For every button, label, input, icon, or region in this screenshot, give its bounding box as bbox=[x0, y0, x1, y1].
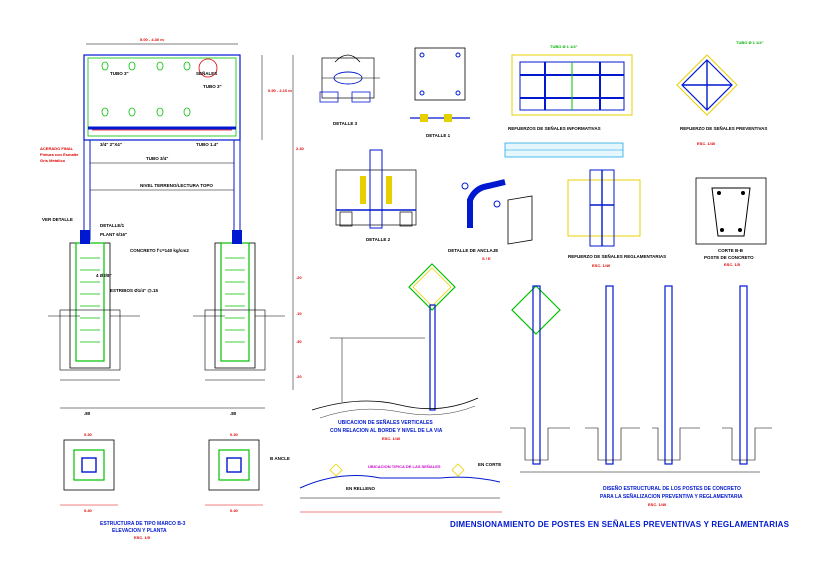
road-profile: EN RELLENO EN CORTE UBICACION TIPICA DE … bbox=[299, 462, 502, 513]
diseno-postes: DISEÑO ESTRUCTURAL DE LOS POSTES DE CONC… bbox=[510, 285, 772, 507]
svg-text:.30: .30 bbox=[296, 339, 302, 344]
refuerzo-informativas: TUBO Ø 1 1/4" REFUERZOS DE SEÑALES INFOR… bbox=[508, 44, 633, 131]
svg-text:.80: .80 bbox=[230, 411, 237, 416]
corte-label: CORTE B-B bbox=[718, 248, 744, 253]
main-title: DIMENSIONAMIENTO DE POSTES EN SEÑALES PR… bbox=[450, 520, 790, 529]
svg-text:3/4" 2"X4": 3/4" 2"X4" bbox=[100, 142, 122, 147]
diseno-scale: ESC. 1/40 bbox=[648, 502, 667, 507]
svg-text:VER DETALLE: VER DETALLE bbox=[42, 217, 73, 222]
svg-text:TUBO 3": TUBO 3" bbox=[203, 84, 222, 89]
svg-text:TUBO Ø 1 1/4": TUBO Ø 1 1/4" bbox=[736, 40, 764, 45]
svg-text:.80: .80 bbox=[84, 411, 91, 416]
detalle-1: DETALLE 1 bbox=[410, 47, 470, 138]
svg-text:TUBO 1.4": TUBO 1.4" bbox=[196, 142, 218, 147]
detalle-3: DETALLE 3 bbox=[319, 54, 380, 126]
diseno-title-1: DISEÑO ESTRUCTURAL DE LOS POSTES DE CONC… bbox=[603, 485, 741, 492]
svg-text:.10: .10 bbox=[296, 311, 302, 316]
svg-text:0.30: 0.30 bbox=[230, 432, 239, 437]
svg-text:0.40: 0.40 bbox=[84, 508, 93, 513]
svg-text:2.40: 2.40 bbox=[296, 146, 305, 151]
sizes-table bbox=[504, 142, 624, 158]
corte-scale: ESC. 1/5 bbox=[724, 262, 741, 267]
svg-text:4 Ø3/8": 4 Ø3/8" bbox=[96, 273, 112, 278]
ubicacion-scale: ESC. 1/40 bbox=[382, 436, 401, 441]
en-relleno-label: EN RELLENO bbox=[346, 486, 376, 491]
svg-text:.20: .20 bbox=[296, 374, 302, 379]
svg-text:Gris Metálico: Gris Metálico bbox=[40, 158, 66, 163]
svg-text:TUBO 3/4": TUBO 3/4" bbox=[146, 156, 168, 161]
svg-text:B ANCLE: B ANCLE bbox=[270, 456, 290, 461]
en-corte-label: EN CORTE bbox=[478, 462, 501, 467]
svg-text:0.90 - 2.10 m: 0.90 - 2.10 m bbox=[268, 88, 292, 93]
svg-text:CONCRETO f'c=140 kg/cm2: CONCRETO f'c=140 kg/cm2 bbox=[130, 248, 189, 253]
svg-text:.20: .20 bbox=[296, 275, 302, 280]
refuerzo-regl-scale: ESC. 1/40 bbox=[592, 263, 611, 268]
detalle3-label: DETALLE 3 bbox=[333, 121, 358, 126]
svg-text:DETALLE/1: DETALLE/1 bbox=[100, 223, 125, 228]
detalle2-label: DETALLE 2 bbox=[366, 237, 391, 242]
refuerzo-prev-label: REFUERZO DE SEÑALES PREVENTIVAS bbox=[680, 125, 767, 131]
refuerzo-info-label: REFUERZOS DE SEÑALES INFORMATIVAS bbox=[508, 125, 601, 131]
refuerzo-prev-scale: ESC. 1/40 bbox=[697, 141, 716, 146]
refuerzo-reglamentarias: REFUERZO DE SEÑALES REGLAMENTARIAS ESC. … bbox=[567, 169, 666, 268]
ubicacion-title-2: CON RELACION AL BORDE Y NIVEL DE LA VIA bbox=[330, 428, 443, 434]
refuerzo-regl-label: REFUERZO DE SEÑALES REGLAMENTARIAS bbox=[568, 253, 666, 259]
corte-bb: CORTE B-B POSTE DE CONCRETO ESC. 1/5 bbox=[695, 177, 767, 267]
svg-text:NIVEL TERRENO/LECTURA TOPO: NIVEL TERRENO/LECTURA TOPO bbox=[140, 183, 213, 188]
svg-text:ESTRIBOS Ø1/4" @.15: ESTRIBOS Ø1/4" @.15 bbox=[110, 288, 159, 293]
svg-text:5.00 - 4.30 m: 5.00 - 4.30 m bbox=[140, 37, 164, 42]
detalle-anclaje: DETALLE DE ANCLAJE S / E bbox=[448, 179, 533, 261]
anclaje-scale: S / E bbox=[482, 256, 491, 261]
estructura-title-2: ELEVACION Y PLANTA bbox=[112, 528, 167, 534]
estructura-scale: ESC. 1/5 bbox=[134, 535, 151, 540]
svg-text:Pintura con Esmalte: Pintura con Esmalte bbox=[40, 152, 79, 157]
ubicacion-senales: UBICACION DE SEÑALES VERTICALES CON RELA… bbox=[311, 263, 479, 441]
corte-sub: POSTE DE CONCRETO bbox=[704, 255, 754, 260]
detalle-2: DETALLE 2 bbox=[335, 149, 417, 242]
svg-text:TUBO 3": TUBO 3" bbox=[110, 71, 129, 76]
ubicacion-perfil-label: UBICACION TIPICA DE LAS SEÑALES bbox=[368, 464, 441, 469]
svg-text:SEÑALES: SEÑALES bbox=[196, 70, 217, 76]
svg-text:ACERADO FINAL: ACERADO FINAL bbox=[40, 146, 74, 151]
estructura-title-1: ESTRUCTURA DE TIPO MARCO B-3 bbox=[100, 521, 186, 527]
svg-text:TUBO Ø 1 1/4": TUBO Ø 1 1/4" bbox=[550, 44, 578, 49]
ubicacion-title-1: UBICACION DE SEÑALES VERTICALES bbox=[338, 419, 433, 426]
detalle1-label: DETALLE 1 bbox=[426, 133, 451, 138]
svg-text:0.30: 0.30 bbox=[84, 432, 93, 437]
refuerzo-preventivas: TUBO Ø 1 1/4" REFUERZO DE SEÑALES PREVEN… bbox=[676, 40, 767, 146]
footings-plan: 0.30 0.30 0.40 0.40 B ANCLE ESTRUCTURA D… bbox=[60, 432, 290, 540]
svg-text:PLANT 6/16": PLANT 6/16" bbox=[100, 232, 127, 237]
diseno-title-2: PARA LA SEÑALIZACION PREVENTIVA Y REGLAM… bbox=[600, 493, 743, 500]
footings-elevation: .80 .80 DETALLE/1 PLANT 6/16" CONCRETO f… bbox=[48, 223, 285, 416]
frame-elevation: 5.00 - 4.30 m TUBO 3/4" NIVEL TERRENO/LE… bbox=[40, 37, 305, 390]
anclaje-label: DETALLE DE ANCLAJE bbox=[448, 248, 498, 253]
svg-text:0.40: 0.40 bbox=[230, 508, 239, 513]
